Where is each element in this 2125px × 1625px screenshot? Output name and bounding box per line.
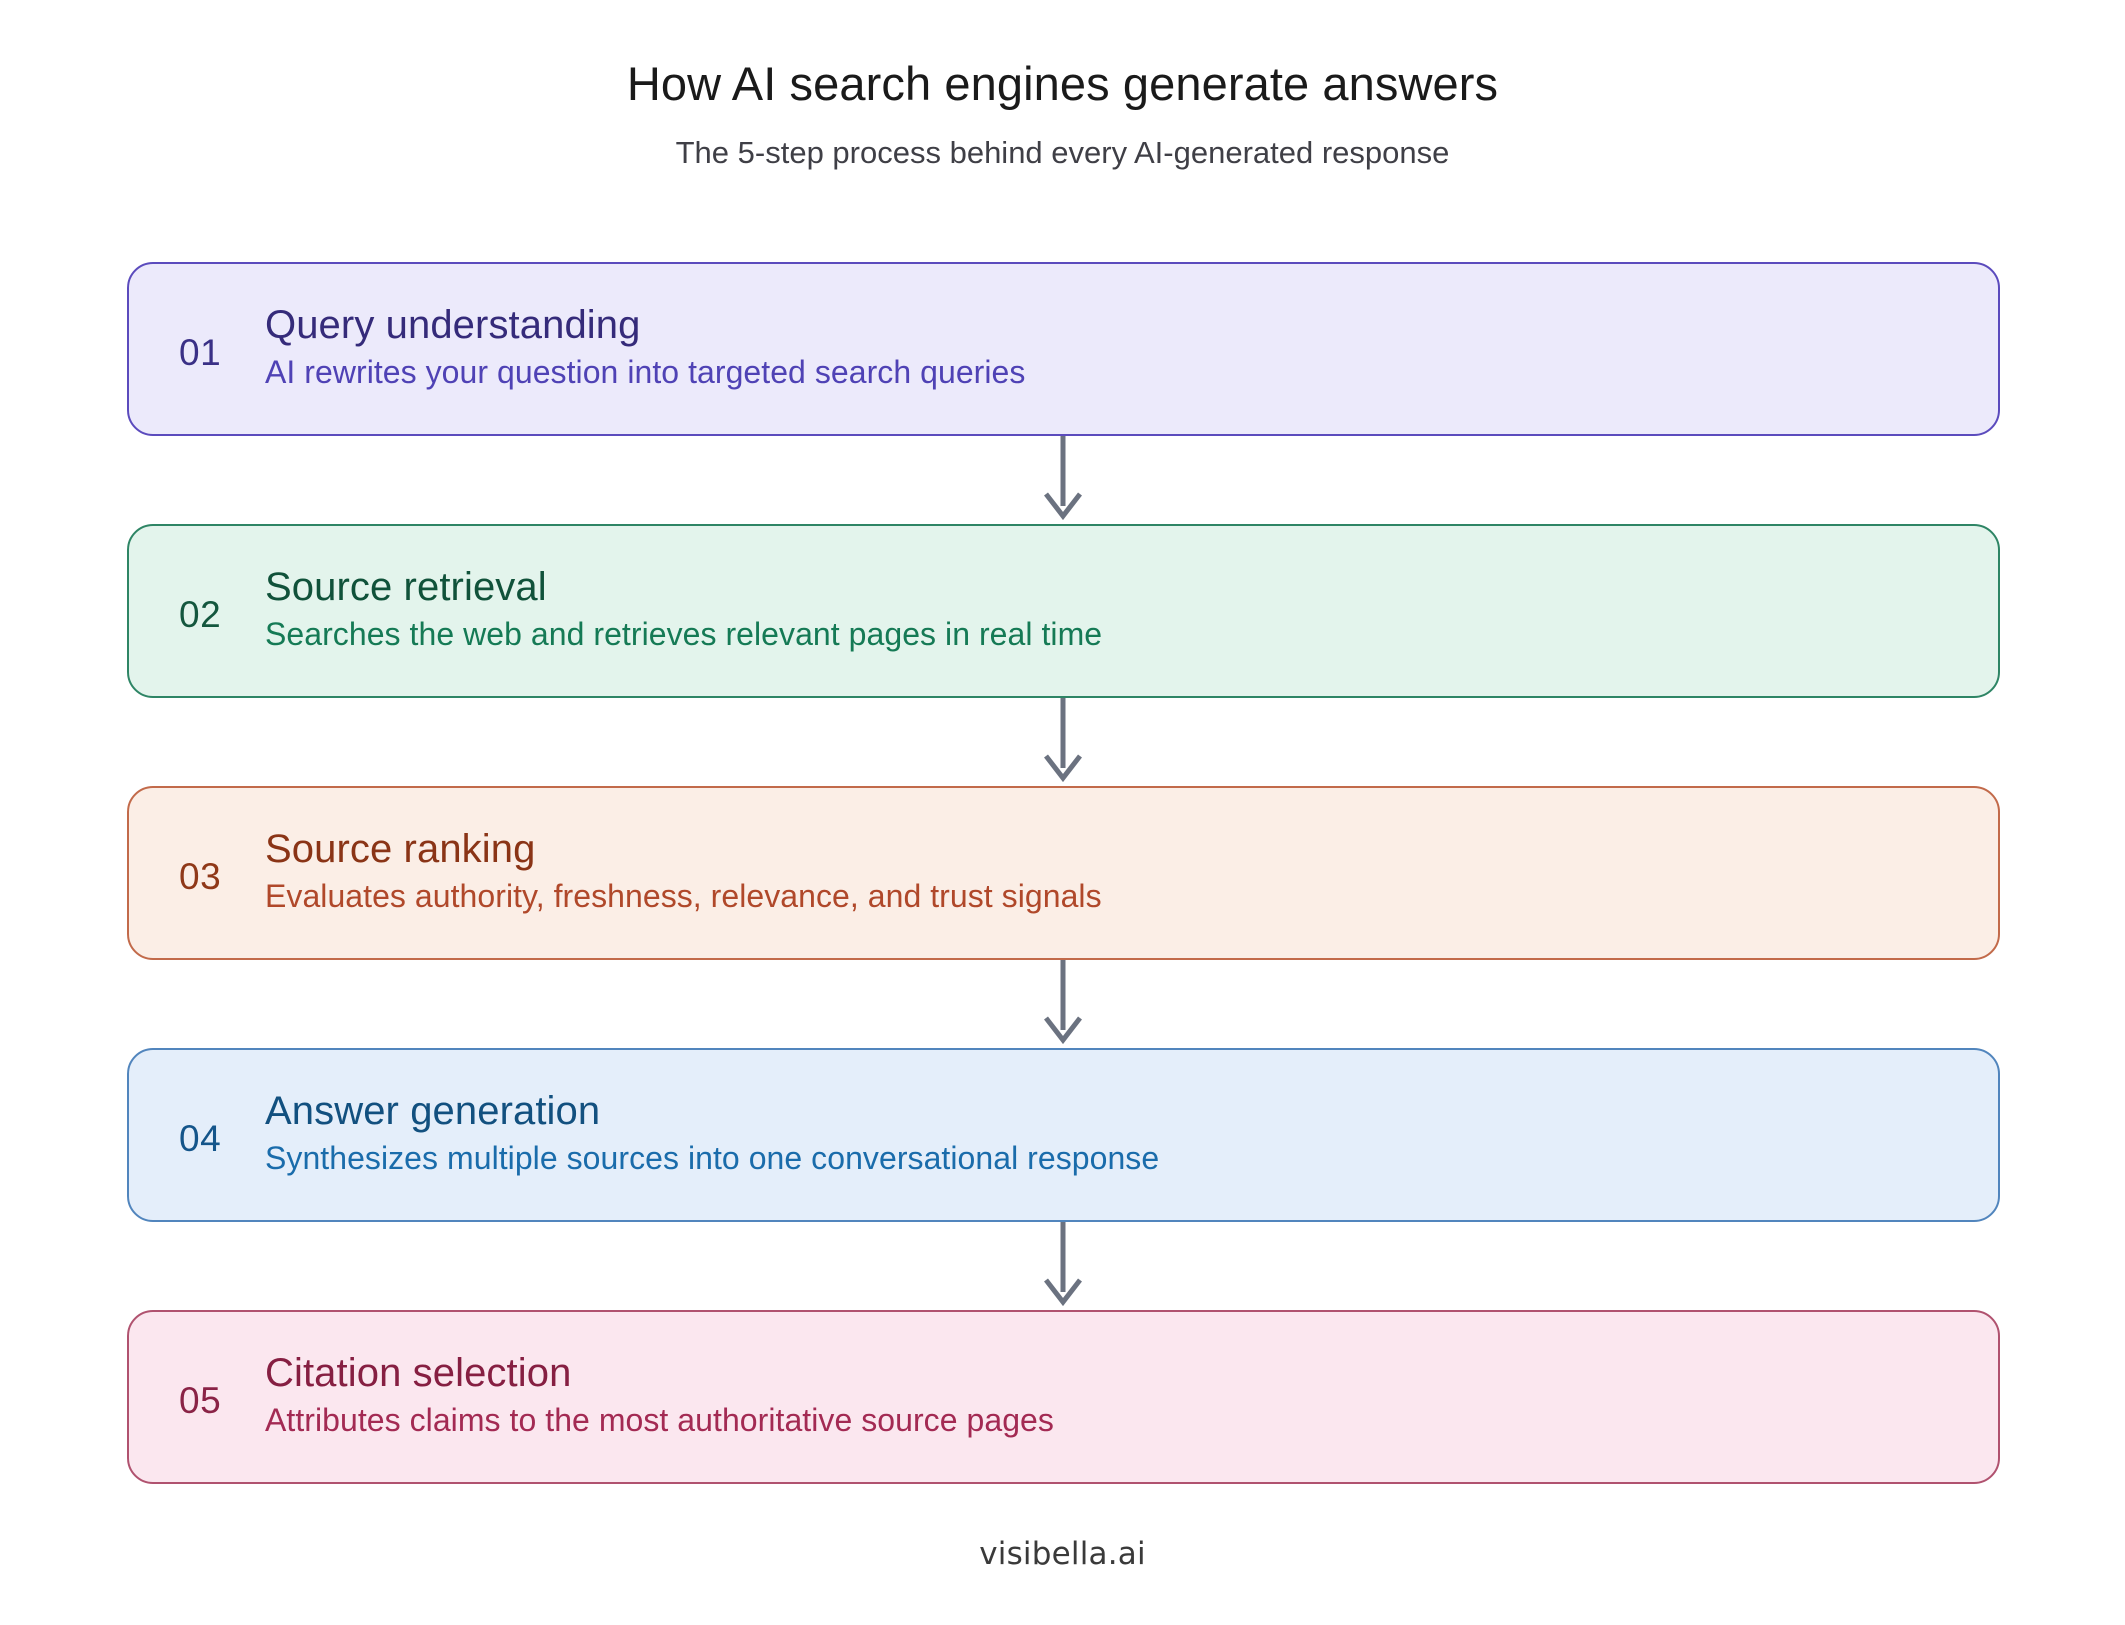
arrow-down-icon [1044,436,1082,521]
arrow-down-icon [1044,960,1082,1045]
arrow-down-icon [1044,698,1082,783]
steps-flow: 01 Query understanding AI rewrites your qu… [127,262,2000,1484]
step-card-body[interactable]: 01 Query understanding AI rewrites your qu… [127,262,2000,436]
step-description: AI rewrites your question into targeted … [265,354,1026,391]
page-title: How AI search engines generate answers [626,57,1499,110]
footer-brand: visibella.ai [979,1536,1146,1572]
step-description: Searches the web and retrieves relevant … [265,616,1103,653]
step-description: Evaluates authority, freshness, relevanc… [265,878,1102,915]
step-title: Query understanding [265,303,641,348]
page-subtitle: The 5-step process behind every AI-gener… [675,134,1450,170]
step-card-01: 01 Query understanding AI rewrites your qu… [127,262,2000,436]
step-title: Source retrieval [265,565,547,610]
step-title: Answer generation [265,1089,601,1134]
arrow-down-icon [1044,1222,1082,1307]
step-number: 01 [179,331,222,373]
header: How AI search engines generate answers T… [0,58,2125,170]
step-description: Attributes claims to the most authoritat… [265,1402,1054,1439]
step-number: 02 [179,593,222,635]
step-connector [127,436,2000,524]
step-description: Synthesizes multiple sources into one co… [265,1140,1160,1177]
step-number: 03 [179,855,222,897]
step-connector [127,1222,2000,1310]
step-title: Citation selection [265,1351,572,1396]
step-title: Source ranking [265,827,536,872]
step-connector [127,960,2000,1048]
step-text-column: Query understanding AI rewrites your ques… [265,304,1025,394]
step-number: 05 [179,1379,222,1421]
step-number: 04 [179,1117,222,1159]
step-connector [127,698,2000,786]
